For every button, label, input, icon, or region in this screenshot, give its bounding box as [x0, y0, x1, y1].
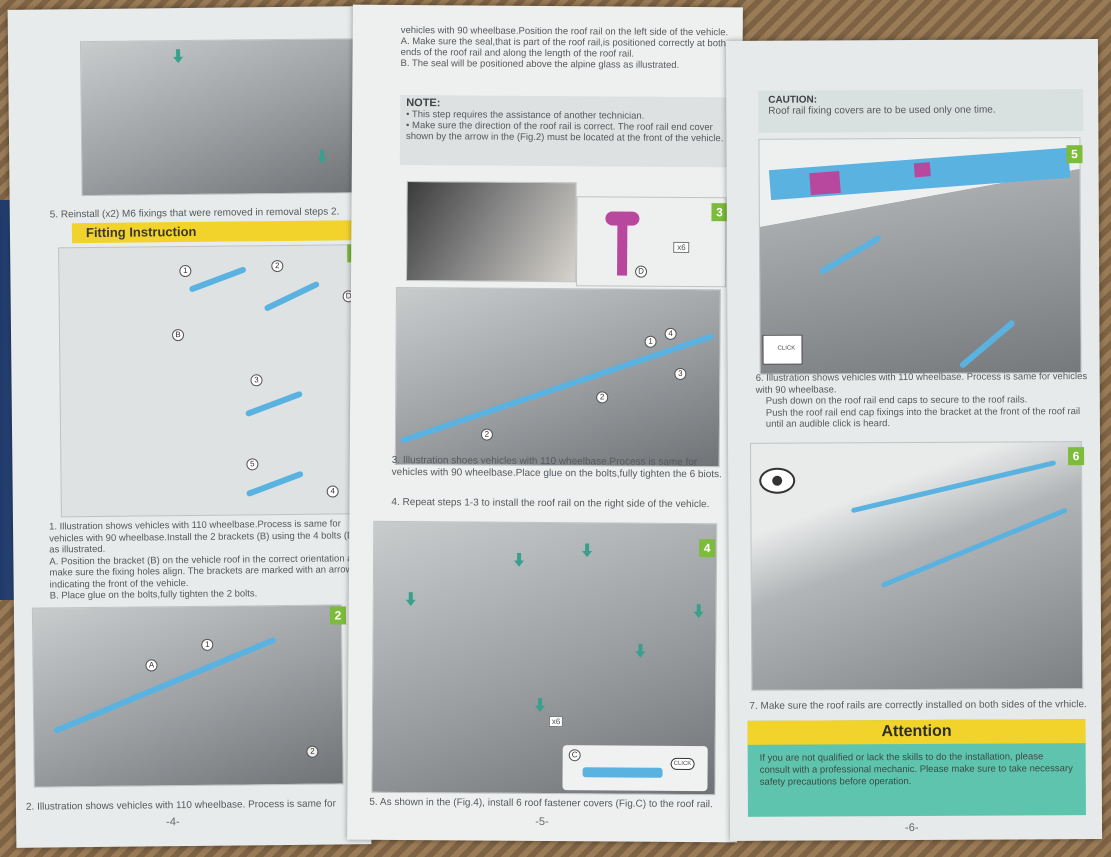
bolt-figure: x6 D	[575, 196, 727, 288]
roof-rail	[880, 507, 1068, 588]
cover-quantity: x6	[548, 716, 564, 728]
callout: 1	[644, 335, 657, 348]
step-7-text: 7. Make sure the roof rails are correctl…	[749, 699, 1087, 712]
callout: D	[635, 265, 648, 278]
note-box: NOTE: • This step requires the assistanc…	[399, 94, 736, 168]
callout: 1	[179, 264, 192, 278]
step-1-text: 1. Illustration shows vehicles with 110 …	[49, 518, 365, 602]
page-number: -6-	[905, 821, 919, 835]
bracket	[244, 390, 304, 418]
step-1-line: B. Place glue on the bolts,fully tighten…	[49, 588, 258, 602]
arrow-icon	[635, 644, 645, 658]
callout: 2	[596, 391, 609, 404]
page-5: vehicles with 90 wheelbase.Position the …	[347, 4, 743, 843]
step-1-line: 1. Illustration shows vehicles with 110 …	[48, 518, 358, 556]
text-line: 6. Illustration shows vehicles with 110 …	[755, 371, 1088, 396]
figure-badge: 3	[711, 203, 728, 222]
caution-text: Roof rail fixing covers are to be used o…	[768, 104, 996, 117]
bracket	[188, 266, 247, 293]
fitting-instruction-banner: Fitting Instruction	[71, 220, 366, 244]
bracket	[263, 280, 321, 312]
page-number: -5-	[535, 815, 549, 829]
click-label: CLICK	[670, 757, 695, 771]
figure-badge: 4	[699, 539, 716, 558]
step-4-text: 4. Repeat steps 1-3 to install the roof …	[391, 496, 710, 511]
arrow-icon	[406, 592, 416, 606]
page-number: -4-	[166, 816, 180, 829]
callout: B	[171, 329, 185, 342]
callout: 3	[250, 374, 263, 387]
step-5-text: 5. Reinstall (x2) M6 fixings that were r…	[49, 206, 340, 221]
eye-pupil	[772, 475, 783, 486]
figure-1-brackets: 1 2 3 4 5 B D	[58, 244, 366, 518]
figure-4-fastener-covers: x6 C CLICK	[371, 520, 718, 796]
attention-title: Attention	[747, 719, 1086, 745]
figure-5-end-caps: CLICK	[758, 137, 1082, 375]
figure-5-roof-rear	[79, 38, 362, 197]
arrow-icon	[535, 698, 545, 712]
callout: 5	[246, 458, 259, 471]
bolt-shank	[617, 223, 628, 276]
attention-box: Attention If you are not qualified or la…	[747, 719, 1086, 817]
figure-2-roof-rail: 1 A 2	[31, 604, 344, 788]
bracket	[245, 470, 304, 498]
arrow-icon	[582, 543, 592, 557]
arrow-icon	[317, 150, 327, 164]
callout: C	[568, 749, 581, 762]
roof-rail	[850, 460, 1057, 514]
click-label: CLICK	[762, 334, 803, 365]
cover-detail: C CLICK	[562, 745, 708, 792]
step-3-text: 3. Illustration shoes vehicles with 110 …	[391, 454, 722, 481]
figure-badge: 6	[1068, 447, 1085, 466]
step-5-text: 5. As shown in the (Fig.4), install 6 ro…	[369, 796, 713, 811]
page-6: CAUTION: Roof rail fixing covers are to …	[725, 39, 1103, 841]
arrow-icon	[173, 49, 183, 63]
end-cap	[818, 234, 883, 276]
callout: 4	[664, 327, 677, 340]
figure-badge: 2	[329, 606, 347, 625]
page-4: 5 5. Reinstall (x2) M6 fixings that were…	[7, 6, 377, 848]
arrow-icon	[514, 553, 524, 567]
arrow-icon	[694, 604, 704, 618]
fixing-cover	[809, 170, 841, 196]
bolt-quantity: x6	[673, 241, 690, 254]
note-text: Make sure the direction of the roof rail…	[405, 120, 724, 145]
callout: 1	[201, 638, 214, 651]
callout: 2	[271, 260, 284, 273]
callout: 4	[326, 485, 339, 498]
callout: 2	[306, 745, 319, 758]
text-line: Push the roof rail end cap fixings into …	[765, 405, 1081, 430]
attention-text: If you are not qualified or lack the ski…	[759, 751, 1073, 788]
glue-photo	[405, 181, 577, 283]
callout: 3	[674, 367, 687, 380]
text-line: A. Make sure the seal,that is part of th…	[400, 35, 726, 60]
figure-3-roof-rail: 1 2 2 3 4	[394, 286, 721, 468]
figure-6-installed-rails	[750, 441, 1084, 691]
note-item: • Make sure the direction of the roof ra…	[405, 120, 724, 145]
caution-box: CAUTION: Roof rail fixing covers are to …	[758, 89, 1084, 133]
callout: 2	[480, 428, 493, 441]
callout: A	[145, 659, 158, 672]
roof-rail-detail	[768, 147, 1071, 201]
step-2-text: 2. Illustration shows vehicles with 110 …	[25, 798, 336, 813]
roof-rail	[53, 636, 277, 735]
text-line: B. The seal will be positioned above the…	[400, 57, 680, 71]
eye-icon	[759, 467, 796, 494]
fastener-cover	[582, 767, 663, 778]
step-2-continued-text: vehicles with 90 wheelbase.Position the …	[400, 25, 730, 71]
roof-rail	[399, 332, 715, 444]
step-1-line: A. Position the bracket (B) on the vehic…	[49, 552, 364, 590]
fixing-cover	[913, 162, 931, 178]
end-cap	[958, 319, 1016, 370]
step-6-text: 6. Illustration shows vehicles with 110 …	[756, 371, 1091, 430]
figure-badge: 5	[1066, 145, 1083, 164]
